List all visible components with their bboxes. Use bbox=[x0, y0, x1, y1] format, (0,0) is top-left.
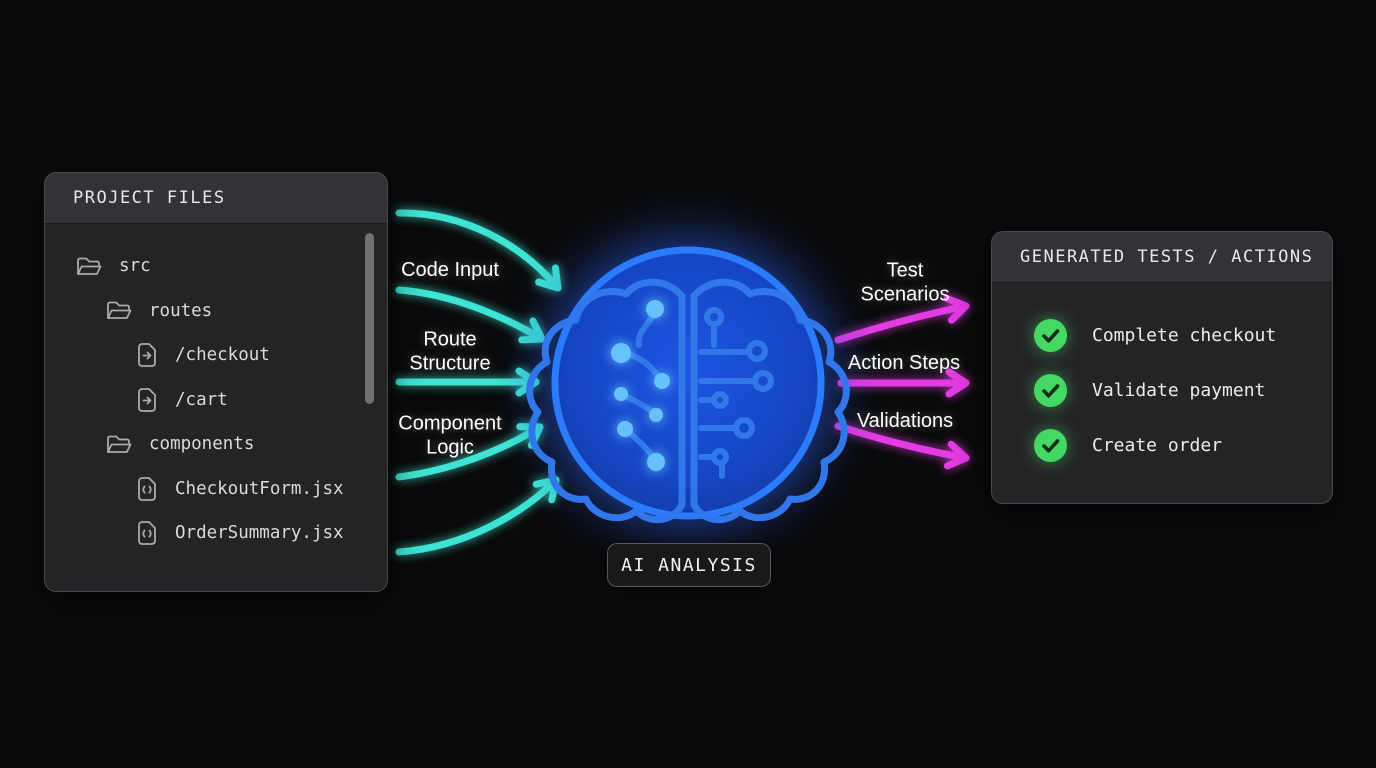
output-arrows bbox=[834, 295, 970, 470]
sidebar-item-checkoutform[interactable]: CheckoutForm.jsx bbox=[45, 467, 387, 512]
check-circle-icon bbox=[1034, 429, 1067, 462]
brain-circuit-icon bbox=[493, 188, 883, 578]
label-code-input: Code Input bbox=[401, 259, 499, 282]
folder-open-icon bbox=[76, 256, 102, 277]
file-label: /cart bbox=[175, 389, 228, 410]
sidebar-item-cart-route[interactable]: /cart bbox=[45, 378, 387, 423]
project-files-header: PROJECT FILES bbox=[45, 173, 387, 224]
test-label: Validate payment bbox=[1092, 380, 1266, 401]
scrollbar-thumb[interactable] bbox=[365, 233, 374, 404]
file-label: src bbox=[119, 256, 151, 277]
project-files-panel: PROJECT FILES src r bbox=[44, 172, 388, 592]
ai-analysis-badge: AI ANALYSIS bbox=[607, 543, 771, 587]
sidebar-item-src[interactable]: src bbox=[45, 244, 387, 289]
file-label: CheckoutForm.jsx bbox=[175, 478, 344, 499]
sidebar-item-components[interactable]: components bbox=[45, 422, 387, 467]
folder-open-icon bbox=[106, 434, 132, 455]
code-file-icon bbox=[136, 476, 158, 502]
file-label: OrderSummary.jsx bbox=[175, 523, 344, 544]
file-label: routes bbox=[149, 300, 213, 321]
route-file-icon bbox=[136, 387, 158, 413]
check-circle-icon bbox=[1034, 374, 1067, 407]
test-label: Create order bbox=[1092, 435, 1223, 456]
ai-analysis-label: AI ANALYSIS bbox=[621, 554, 757, 576]
code-file-icon bbox=[136, 520, 158, 546]
generated-tests-list: Complete checkout Validate payment Creat… bbox=[992, 283, 1332, 473]
neural-nodes bbox=[611, 300, 670, 471]
test-label: Complete checkout bbox=[1092, 325, 1277, 346]
test-item-validate-payment[interactable]: Validate payment bbox=[992, 363, 1332, 418]
generated-tests-title: GENERATED TESTS / ACTIONS bbox=[1020, 247, 1314, 267]
test-item-complete-checkout[interactable]: Complete checkout bbox=[992, 308, 1332, 363]
sidebar-item-ordersummary[interactable]: OrderSummary.jsx bbox=[45, 511, 387, 556]
generated-tests-panel: GENERATED TESTS / ACTIONS Complete check… bbox=[991, 231, 1333, 504]
file-tree: src routes /checkout bbox=[45, 224, 387, 556]
label-test-scenarios: Test Scenarios bbox=[860, 259, 950, 305]
label-validations: Validations bbox=[856, 410, 954, 433]
project-files-title: PROJECT FILES bbox=[73, 188, 226, 208]
generated-tests-header: GENERATED TESTS / ACTIONS bbox=[992, 232, 1332, 283]
test-item-create-order[interactable]: Create order bbox=[992, 418, 1332, 473]
folder-open-icon bbox=[106, 300, 132, 321]
arrow-input-5 bbox=[395, 476, 560, 556]
sidebar-item-checkout-route[interactable]: /checkout bbox=[45, 333, 387, 378]
check-circle-icon bbox=[1034, 319, 1067, 352]
route-file-icon bbox=[136, 342, 158, 368]
sidebar-item-routes[interactable]: routes bbox=[45, 289, 387, 334]
label-component-logic: Component Logic bbox=[398, 412, 502, 458]
label-action-steps: Action Steps bbox=[847, 352, 961, 375]
label-route-structure: Route Structure bbox=[409, 328, 491, 374]
file-label: /checkout bbox=[175, 345, 270, 366]
file-label: components bbox=[149, 434, 255, 455]
arrow-output-1 bbox=[834, 295, 970, 344]
